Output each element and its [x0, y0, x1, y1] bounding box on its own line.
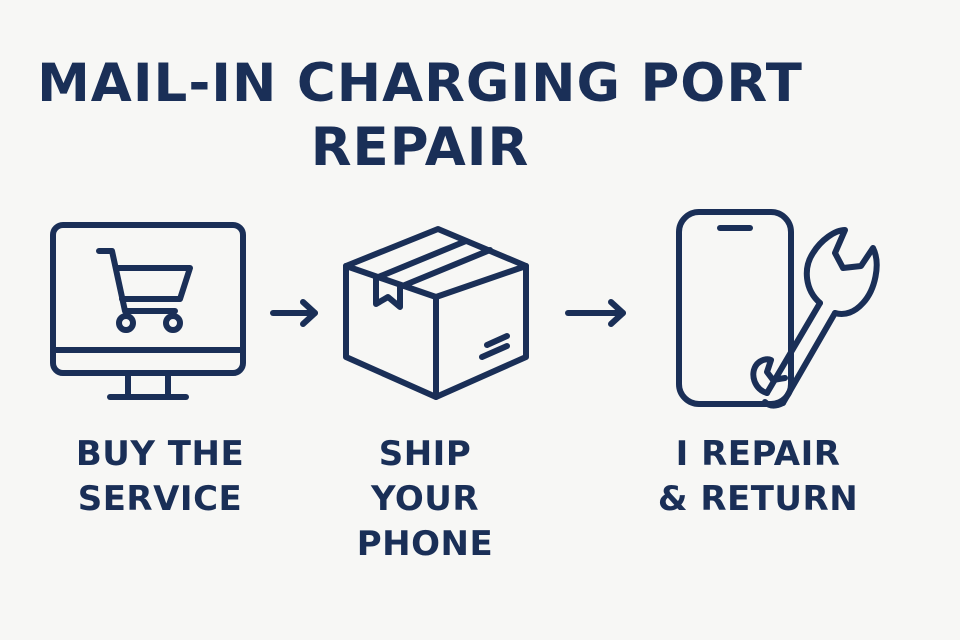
shipping-box-icon [340, 225, 536, 403]
step-label-line: & RETURN [657, 479, 859, 519]
arrow-right-icon [270, 298, 320, 328]
arrow-right-icon [565, 298, 630, 328]
title-line-2: REPAIR [310, 117, 530, 178]
monitor-cart-icon [50, 222, 246, 404]
step-label-line: BUY THE [75, 434, 245, 474]
step-label-repair: I REPAIR & RETURN [652, 432, 864, 522]
phone-wrench-icon [675, 208, 885, 414]
step-label-line: SHIP [378, 434, 472, 474]
shopping-cart-icon [96, 248, 193, 333]
wrench-icon [750, 227, 880, 409]
step-label-buy: BUY THE SERVICE [55, 432, 265, 522]
step-label-line: I REPAIR [675, 434, 841, 474]
smartphone-icon [676, 209, 794, 407]
step-label-line: SERVICE [77, 479, 243, 519]
title-line-1: MAIL-IN CHARGING PORT [37, 53, 803, 114]
step-label-line: YOUR [370, 479, 480, 519]
page-title: MAIL-IN CHARGING PORT REPAIR [0, 52, 840, 180]
step-label-ship: SHIP YOUR PHONE [320, 432, 530, 567]
step-label-line: PHONE [356, 524, 494, 564]
